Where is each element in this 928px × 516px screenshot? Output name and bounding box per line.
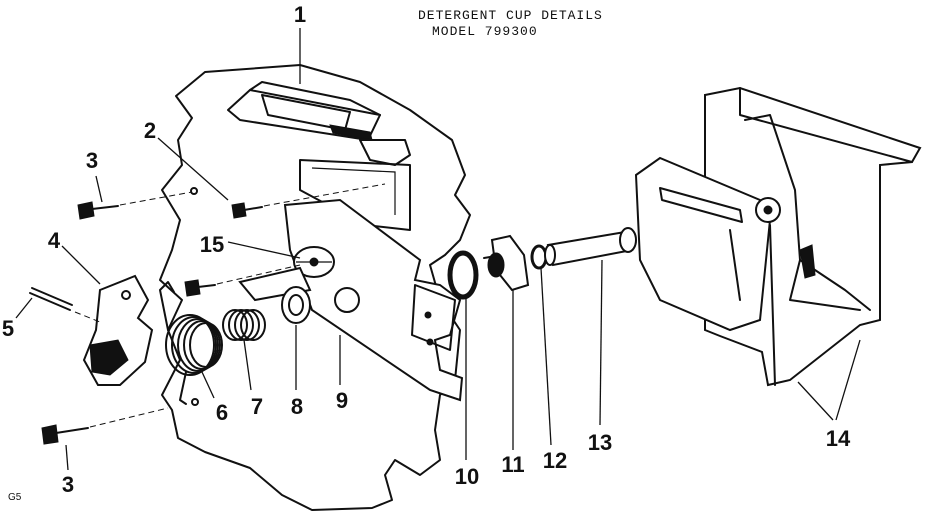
door-panel — [159, 64, 471, 511]
callout-3-lower: 3 — [62, 472, 74, 497]
callout-7: 7 — [251, 394, 263, 419]
part-5-pin — [29, 287, 101, 323]
model-number: MODEL 799300 — [432, 24, 538, 39]
part-12-washer — [530, 244, 548, 270]
latch-screw — [184, 264, 301, 297]
callout-1: 1 — [294, 2, 306, 27]
diagram-title: DETERGENT CUP DETAILS — [418, 8, 603, 23]
callout-9: 9 — [336, 388, 348, 413]
callout-15: 15 — [200, 232, 224, 257]
callout-14: 14 — [826, 426, 851, 451]
callout-10: 10 — [455, 464, 479, 489]
part-6-torsion-spring — [159, 281, 223, 405]
callout-12: 12 — [543, 448, 567, 473]
callout-6: 6 — [216, 400, 228, 425]
page-code: G5 — [8, 492, 22, 503]
part-10-seal-ring — [447, 250, 479, 300]
callout-11: 11 — [501, 452, 524, 477]
callout-8: 8 — [291, 394, 303, 419]
part-2-screw — [231, 183, 386, 219]
part-1-cup-cover — [227, 81, 411, 231]
part-8-bushing — [238, 266, 312, 324]
part-14-cup-housing — [634, 86, 922, 387]
part-4-latch-lever — [82, 274, 154, 386]
callout-3-upper: 3 — [86, 148, 98, 173]
part-3-screw-upper — [77, 187, 198, 220]
part-7-small-spring — [222, 309, 266, 341]
part-3-screw-lower — [41, 398, 199, 445]
callout-2: 2 — [144, 118, 156, 143]
callout-13: 13 — [588, 430, 612, 455]
part-9-bracket — [283, 198, 464, 402]
callout-4: 4 — [48, 228, 61, 253]
leader-lines — [15, 28, 861, 471]
part-11-hex-nut — [483, 234, 530, 292]
part-15-latch-disc — [293, 246, 335, 278]
callout-5: 5 — [2, 316, 14, 341]
